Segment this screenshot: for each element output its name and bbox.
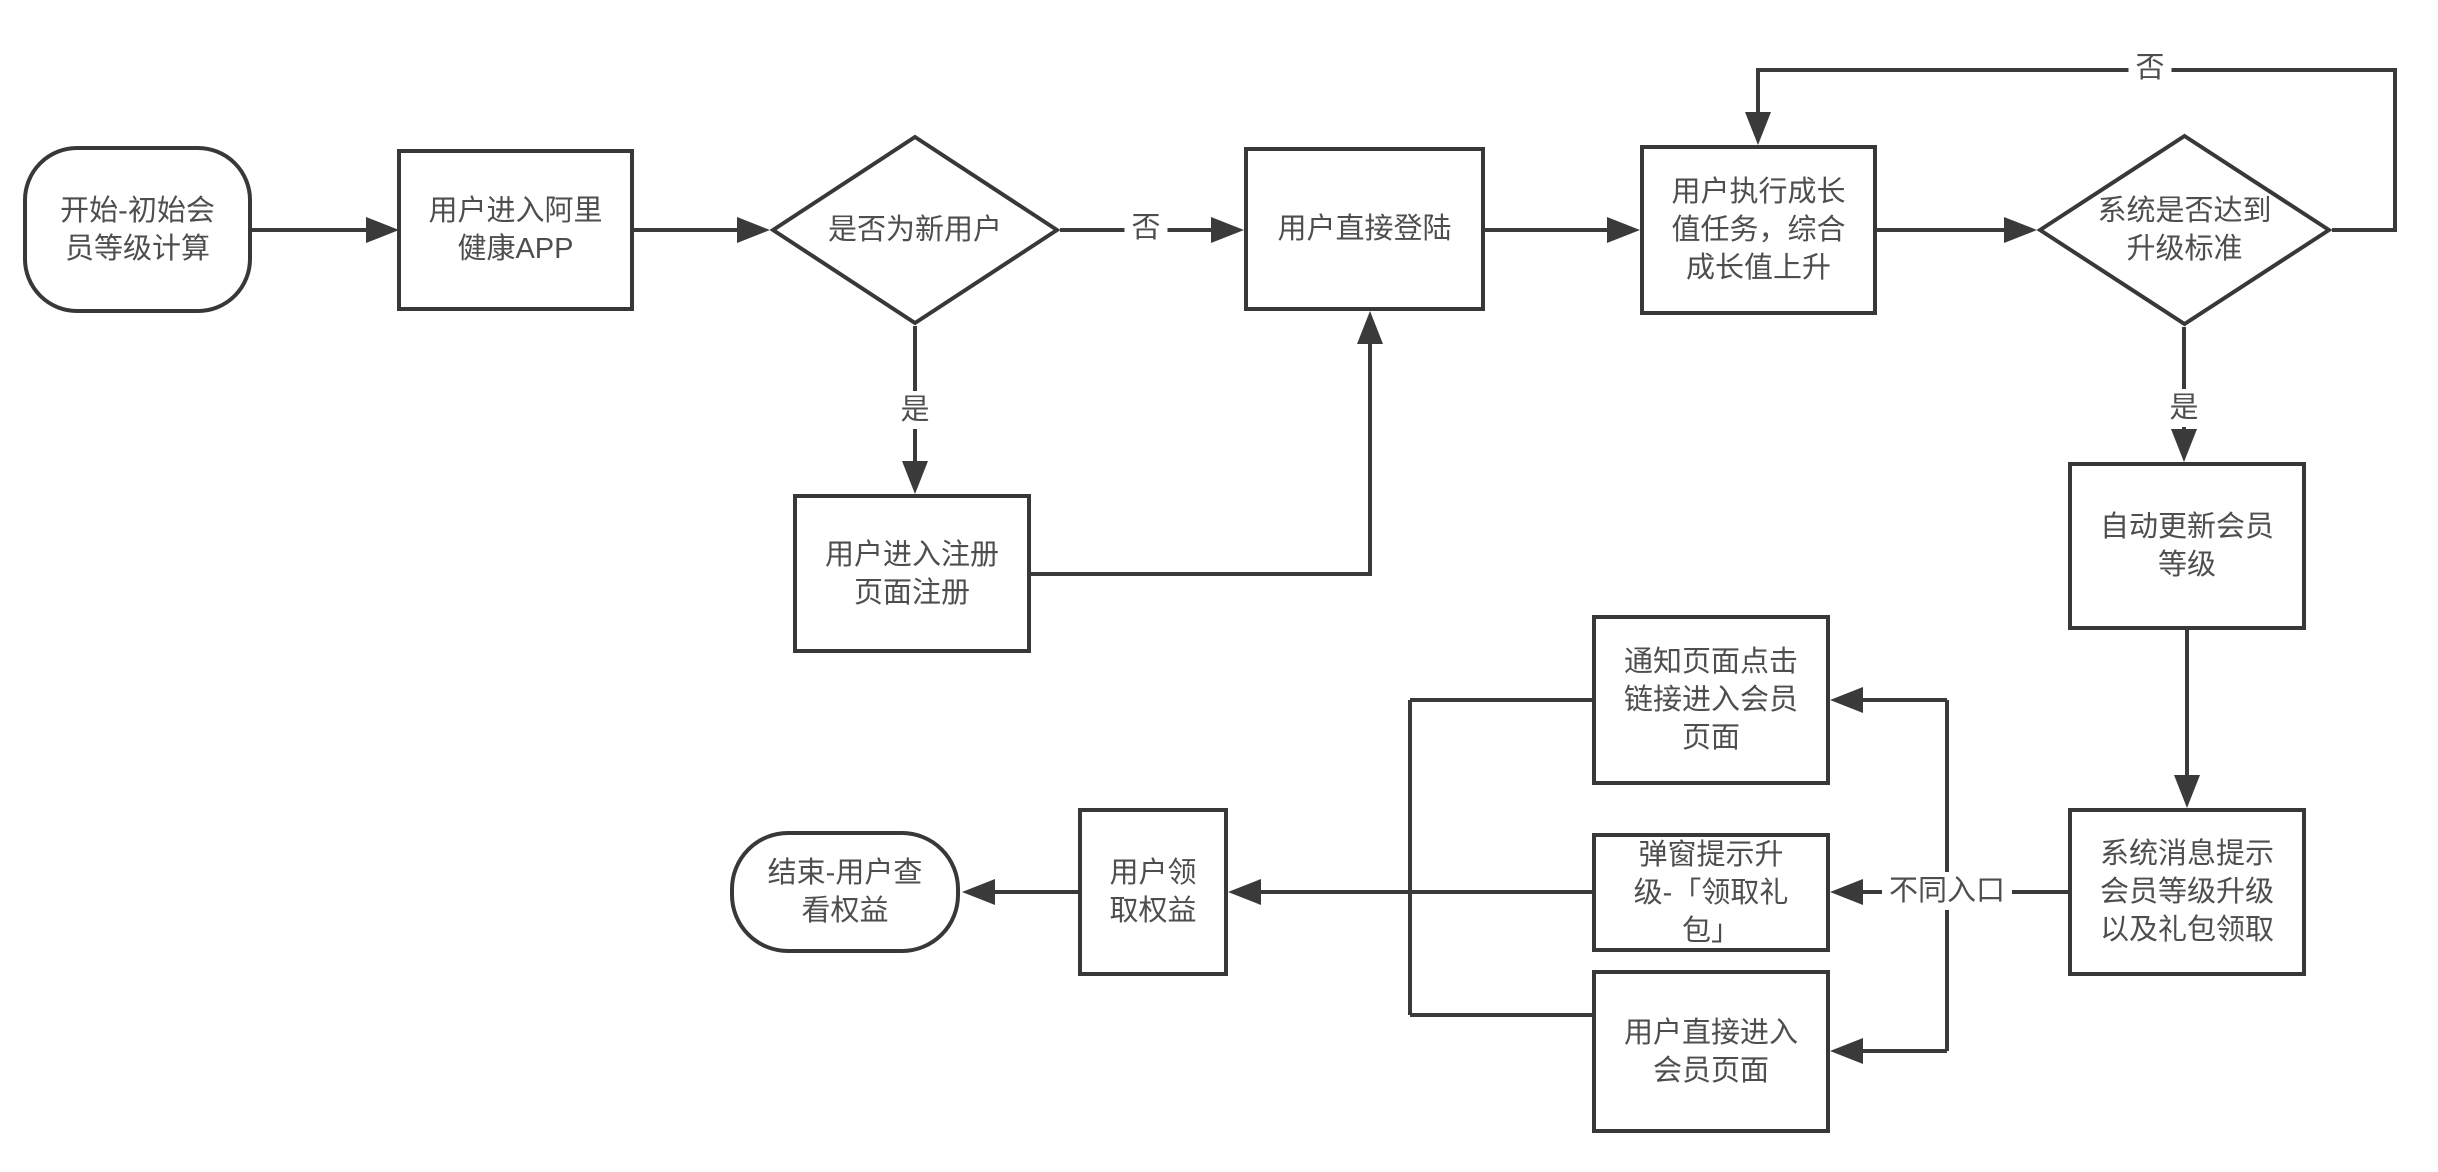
diamond-shape xyxy=(2037,133,2332,327)
node-upgrade-check-label: 系统是否达到 升级标准 xyxy=(2097,195,2272,265)
node-end: 结束-用户查 看权益 xyxy=(730,831,960,953)
edge-label-new-user-yes: 是 xyxy=(893,391,937,429)
node-popup-upgrade: 弹窗提示升 级-「领取礼 包」 xyxy=(1592,833,1830,952)
node-direct-login-label: 用户直接登陆 xyxy=(1277,213,1452,245)
node-system-message: 系统消息提示 会员等级升级 以及礼包领取 xyxy=(2068,808,2306,976)
node-auto-update-label: 自动更新会员 等级 xyxy=(2099,511,2274,581)
edge-claim-to-end xyxy=(962,879,1078,905)
edge-entrance-junction xyxy=(1830,687,1949,1064)
node-enter-app: 用户进入阿里 健康APP xyxy=(397,149,634,311)
node-popup-upgrade-label: 弹窗提示升 级-「领取礼 包」 xyxy=(1633,838,1789,947)
node-enter-app-label: 用户进入阿里 健康APP xyxy=(428,195,603,265)
edge-entries-merge-bracket xyxy=(1228,698,1592,1017)
node-auto-update: 自动更新会员 等级 xyxy=(2068,462,2306,630)
edge-label-new-user-no: 否 xyxy=(1124,209,1168,247)
node-notify-page: 通知页面点击 链接进入会员 页面 xyxy=(1592,615,1830,785)
node-notify-page-label: 通知页面点击 链接进入会员 页面 xyxy=(1623,646,1798,754)
edge-auto-update-to-system-message xyxy=(2174,630,2200,808)
edge-enter-app-to-is-new-user xyxy=(634,217,770,243)
node-direct-member-page-label: 用户直接进入 会员页面 xyxy=(1623,1016,1798,1087)
node-growth-task-label: 用户执行成长 值任务，综合 成长值上升 xyxy=(1671,176,1846,284)
node-register: 用户进入注册 页面注册 xyxy=(793,494,1031,653)
diamond-shape xyxy=(770,134,1060,326)
node-register-label: 用户进入注册 页面注册 xyxy=(824,538,999,609)
node-direct-member-page: 用户直接进入 会员页面 xyxy=(1592,970,1830,1133)
edge-start-to-enter-app xyxy=(252,217,399,243)
edge-label-entrances: 不同入口 xyxy=(1881,872,2013,910)
node-claim-benefits-label: 用户领 取权益 xyxy=(1109,857,1197,927)
node-claim-benefits: 用户领 取权益 xyxy=(1078,808,1228,976)
node-direct-login: 用户直接登陆 xyxy=(1244,147,1485,311)
edge-growth-task-to-upgrade-check xyxy=(1877,217,2037,243)
node-start-label: 开始-初始会 员等级计算 xyxy=(60,194,215,265)
node-start: 开始-初始会 员等级计算 xyxy=(23,146,252,313)
node-growth-task: 用户执行成长 值任务，综合 成长值上升 xyxy=(1640,145,1877,315)
edge-direct-login-to-growth-task xyxy=(1485,217,1640,243)
node-end-label: 结束-用户查 看权益 xyxy=(767,857,923,927)
edge-register-to-direct-login xyxy=(1031,311,1383,576)
node-upgrade-check: 系统是否达到 升级标准 xyxy=(2037,133,2332,327)
node-is-new-user-label: 是否为新用户 xyxy=(827,214,1002,246)
edge-label-upgrade-no: 否 xyxy=(2128,49,2172,87)
node-is-new-user: 是否为新用户 xyxy=(770,134,1060,326)
edge-upgrade-check-no-loop xyxy=(1745,68,2397,232)
node-system-message-label: 系统消息提示 会员等级升级 以及礼包领取 xyxy=(2099,838,2274,946)
edge-label-upgrade-yes: 是 xyxy=(2162,389,2206,427)
